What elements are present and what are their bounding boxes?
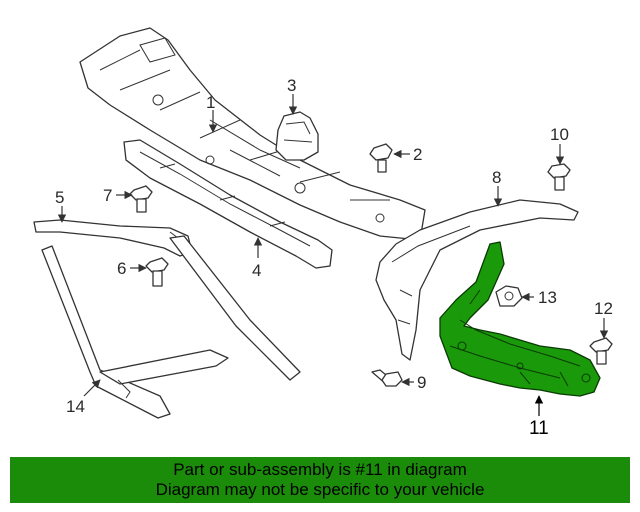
callout-8: 8 — [492, 168, 501, 187]
part-5-brace[interactable] — [33, 219, 193, 257]
callout-7: 7 — [103, 186, 112, 205]
callout-5: 5 — [55, 188, 64, 207]
callout-2: 2 — [413, 145, 422, 164]
callout-13: 13 — [538, 288, 557, 307]
part-1-upper-tie-bar[interactable] — [79, 27, 426, 241]
callout-14: 14 — [66, 397, 85, 416]
part-info-banner: Part or sub-assembly is #11 in diagram D… — [10, 457, 630, 503]
leader-lines — [57, 94, 609, 416]
part-12-bolt[interactable] — [589, 337, 613, 365]
part-7-bolt[interactable] — [129, 185, 153, 213]
part-3-mount[interactable] — [275, 111, 319, 161]
banner-line-disclaimer: Diagram may not be specific to your vehi… — [155, 480, 485, 499]
callout-10: 10 — [550, 125, 569, 144]
callout-12: 12 — [594, 299, 613, 318]
banner-line-part: Part or sub-assembly is #11 in diagram — [173, 460, 467, 479]
callout-11: 11 — [529, 418, 549, 439]
part-10-bolt[interactable] — [547, 163, 571, 191]
part-6-bolt[interactable] — [145, 257, 169, 287]
callout-9: 9 — [417, 373, 426, 392]
callout-4: 4 — [252, 261, 261, 280]
part-9-bolt[interactable] — [371, 369, 403, 387]
part-4-bracket[interactable] — [123, 139, 333, 269]
callout-1: 1 — [206, 93, 215, 112]
callout-6: 6 — [117, 259, 126, 278]
part-11-highlighted-bracket[interactable] — [439, 241, 601, 397]
part-14-lower-brace[interactable] — [41, 235, 301, 419]
callout-3: 3 — [287, 76, 296, 95]
part-13-nut[interactable] — [495, 285, 523, 307]
part-2-bolt[interactable] — [369, 143, 393, 173]
part-8-side-support[interactable] — [375, 199, 579, 361]
